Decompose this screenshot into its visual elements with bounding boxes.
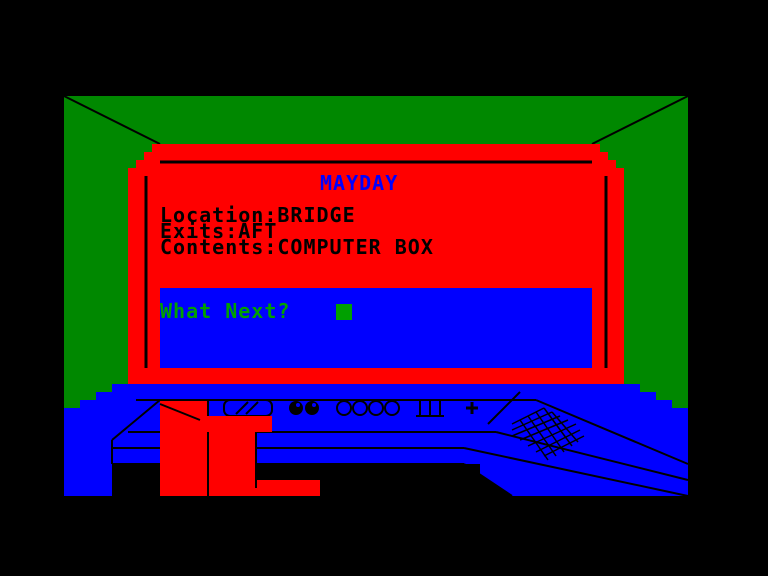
dual-eye-icon [289,401,319,415]
ceiling-line-right [591,95,689,145]
location-text: Location:BRIDGE [160,203,356,227]
exits-text: Exits:AFT [160,219,278,243]
game-title: MAYDAY [320,171,399,195]
text-cursor[interactable] [336,304,352,320]
chair [159,399,320,496]
keypad-grid-icon [511,407,585,461]
plus-icon [466,402,478,414]
command-prompt: What Next? [160,299,291,323]
floor-shadow [112,464,160,496]
circled-numbers-icon [336,400,400,416]
ceiling-line-left [63,95,161,145]
contents-text: Contents:COMPUTER BOX [160,235,434,259]
roman-three-icon [416,399,444,417]
command-input-area[interactable] [160,288,592,368]
